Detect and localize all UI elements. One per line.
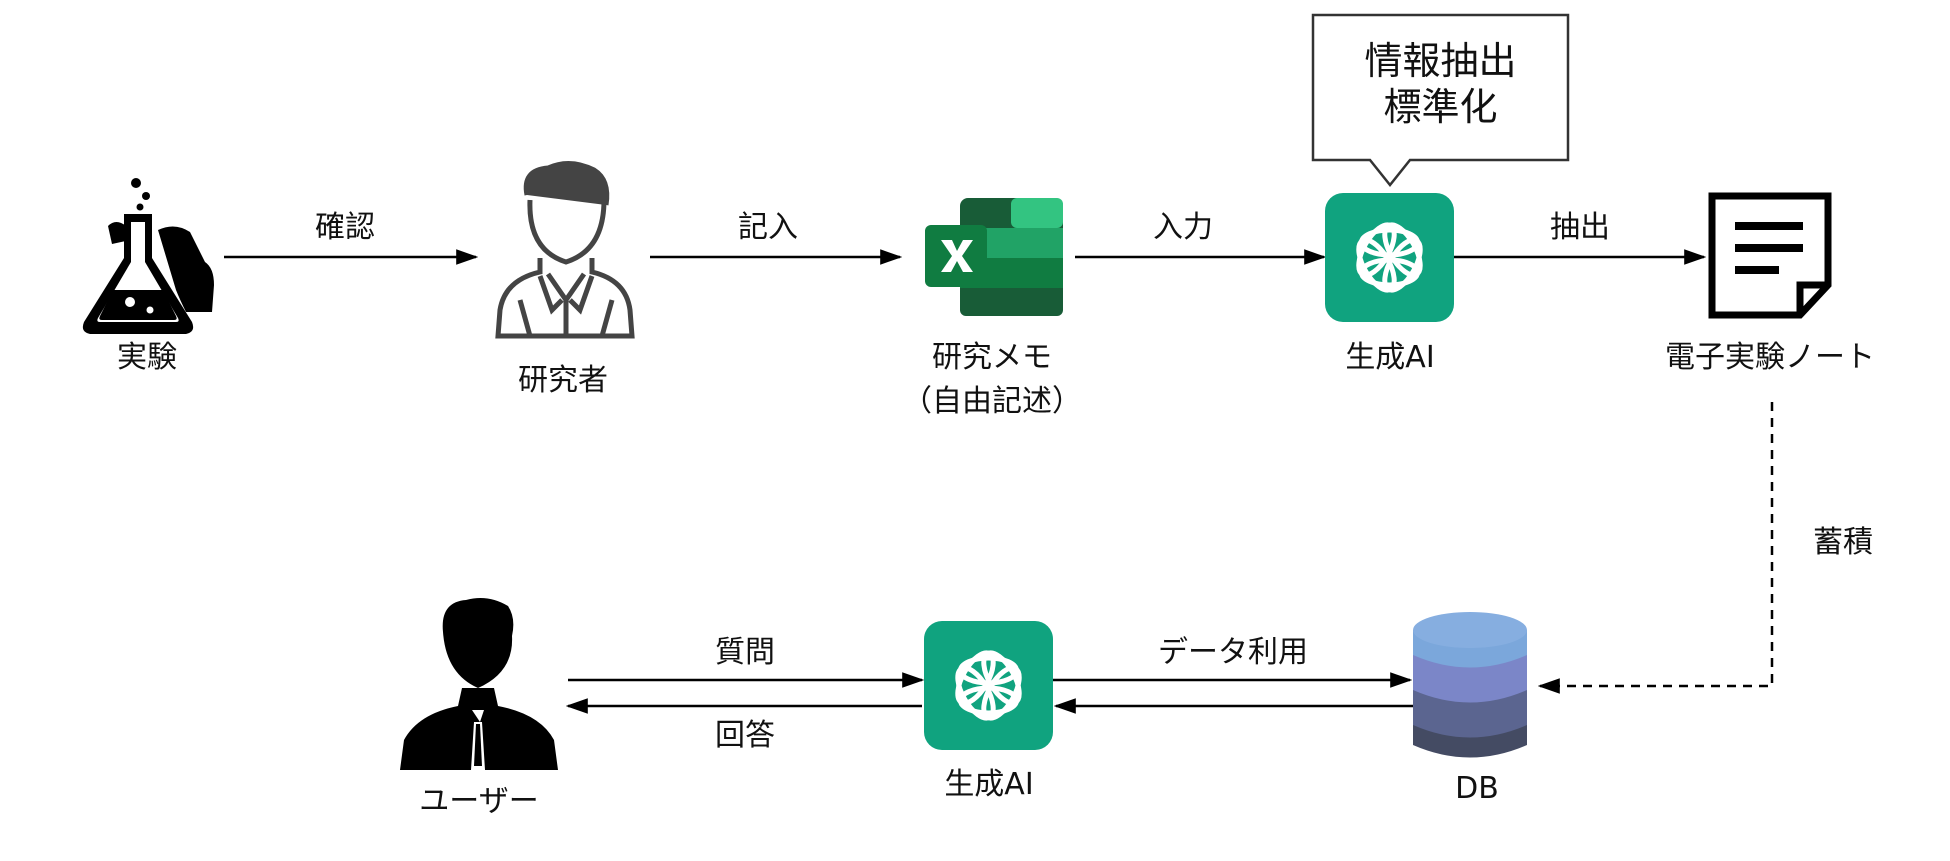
node-label-memo: 研究メモ （自由記述） [902,339,1082,421]
database-icon [1413,612,1527,758]
edge-label-confirm: 確認 [315,210,375,245]
edge-label-answer: 回答 [715,718,775,753]
node-label-ai-top: 生成AI [1345,340,1435,375]
node-label-eln: 電子実験ノート [1665,340,1875,375]
researcher-person-icon [495,161,635,339]
edge-label-question: 質問 [715,635,775,670]
document-icon [1708,192,1832,319]
callout-line2: 標準化 [1383,85,1498,129]
excel-icon [925,198,1063,316]
edge-label-input: 入力 [1153,210,1213,245]
flask-hand-icon [82,178,214,334]
callout-line1: 情報抽出 [1364,39,1517,83]
chatgpt-logo-icon [924,621,1053,750]
node-label-ai-bottom: 生成AI [944,767,1034,802]
callout-text: 情報抽出 標準化 [1313,38,1568,130]
edge-label-write: 記入 [738,210,798,245]
memo-label-line1: 研究メモ [932,340,1052,375]
callout-bubble [1311,13,1570,188]
node-label-db: DB [1455,771,1499,806]
edge-accumulate [1537,402,1774,694]
edge-label-accumulate: 蓄積 [1813,525,1873,560]
node-label-user: ユーザー [419,784,539,819]
user-silhouette-icon [400,598,558,770]
chatgpt-logo-icon [1325,193,1454,322]
node-label-experiment: 実験 [117,340,177,375]
node-label-researcher: 研究者 [518,363,608,398]
edge-label-extract: 抽出 [1550,210,1610,245]
memo-label-line2: （自由記述） [902,384,1082,419]
edge-label-data-use: データ利用 [1158,635,1308,670]
